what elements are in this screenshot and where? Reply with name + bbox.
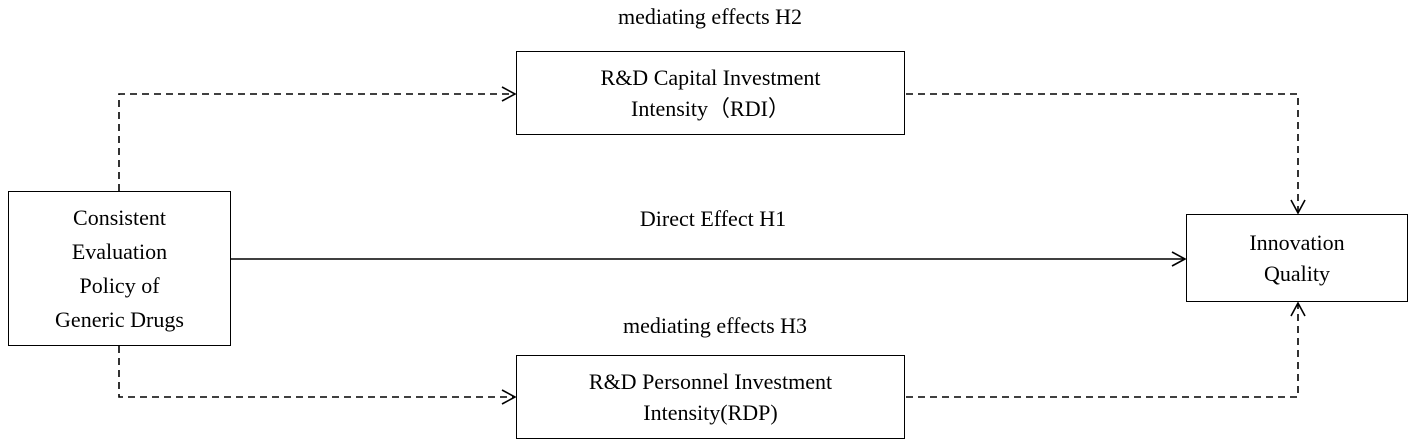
label-mediating-effects-h3: mediating effects H3 <box>622 313 808 338</box>
edge-policy-to-rdp <box>118 346 514 398</box>
edge-policy-to-rdi <box>118 93 514 191</box>
node-line: Intensity(RDP) <box>643 400 778 425</box>
node-innovation-quality: Innovation Quality <box>1186 214 1408 302</box>
node-consistent-evaluation-policy: Consistent Evaluation Policy of Generic … <box>8 191 231 346</box>
node-rd-capital-investment-intensity: R&D Capital Investment Intensity（RDI） <box>516 51 905 135</box>
arrowhead-rdi <box>501 86 517 102</box>
arrowhead-iq-left <box>1171 251 1187 267</box>
node-line: Intensity（RDI） <box>631 96 790 121</box>
edge-rdp-to-iq <box>906 304 1299 398</box>
arrowhead-rdp <box>501 389 517 405</box>
node-line: R&D Capital Investment <box>600 65 821 90</box>
arrowhead-iq-top <box>1290 199 1306 215</box>
node-line: Evaluation <box>71 238 168 264</box>
node-line: Quality <box>1264 261 1330 286</box>
node-rd-personnel-investment-intensity: R&D Personnel Investment Intensity(RDP) <box>516 355 905 439</box>
node-line: Innovation <box>1249 230 1345 255</box>
node-line: Generic Drugs <box>55 306 184 332</box>
node-line: Consistent <box>73 204 166 230</box>
label-mediating-effects-h2: mediating effects H2 <box>617 4 803 29</box>
label-direct-effect-h1: Direct Effect H1 <box>639 206 787 231</box>
node-line: Policy of <box>79 272 160 298</box>
arrowhead-iq-bottom <box>1290 301 1306 317</box>
edge-rdi-to-iq <box>906 93 1299 212</box>
node-line: R&D Personnel Investment <box>588 369 833 394</box>
